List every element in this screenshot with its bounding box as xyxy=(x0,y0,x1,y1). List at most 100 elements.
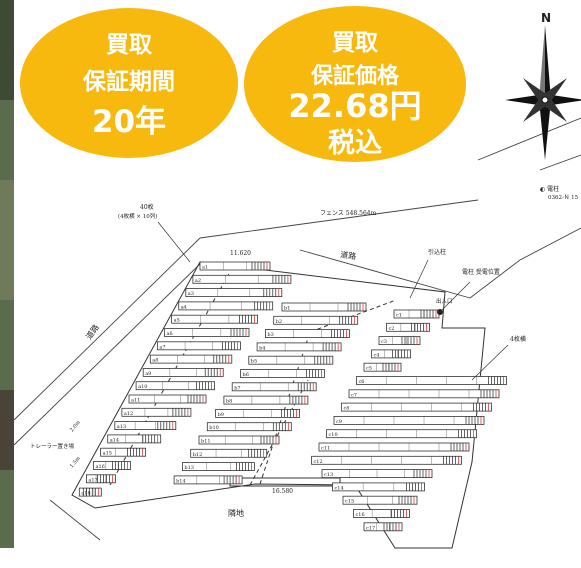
panel-row-label: a14 xyxy=(110,437,119,443)
panel-row-b3: b3 xyxy=(264,329,350,338)
badge2-line1: 買取 xyxy=(332,30,378,56)
panel-row-b12: b12 xyxy=(190,448,268,458)
panel-row-c14: c14 xyxy=(332,482,425,491)
panel-row-label: a11 xyxy=(131,398,140,404)
badge2-line2: 保証価格 xyxy=(310,64,399,89)
entrance-label: 出入口 xyxy=(436,297,453,305)
panel-row-label: c6 xyxy=(359,379,365,385)
trailer-area-label: トレーラー置き場 xyxy=(30,442,75,450)
panel-row-c2: c2 xyxy=(386,322,430,332)
panel-row-label: b6 xyxy=(243,372,249,378)
panel-row-b14: b14 xyxy=(173,475,243,484)
panel-row-label: c10 xyxy=(329,432,338,438)
road-label-top: 道路 xyxy=(340,249,357,261)
panel-row-c1: c1 xyxy=(393,309,440,319)
panel-row-label: c13 xyxy=(324,472,333,478)
panel-row-c10: c10 xyxy=(326,429,477,438)
panel-row-label: c3 xyxy=(381,339,387,345)
panel-row-label: a15 xyxy=(103,451,112,457)
panel-row-b2: b2 xyxy=(273,315,359,325)
panel-row-a6: a6 xyxy=(164,328,250,337)
panel-row-label: a5 xyxy=(174,318,180,324)
fence-label: フェンス 548.564m xyxy=(320,210,377,217)
panel-row-label: a8 xyxy=(152,358,158,364)
road-label-left: 道路 xyxy=(83,322,100,341)
panel-row-b5: b5 xyxy=(248,355,334,365)
panel-row-b1: b1 xyxy=(281,302,367,312)
receiving-point-label: 電柱 受電位置 xyxy=(462,268,500,276)
panel-row-a2: a2 xyxy=(192,274,292,284)
panel-row-label: b2 xyxy=(276,319,282,325)
panel-row-label: b10 xyxy=(209,425,219,431)
panel-row-c15: c15 xyxy=(342,495,418,505)
panel-row-label: a2 xyxy=(195,278,201,284)
panel-row-c12: c12 xyxy=(311,455,462,465)
panel-row-label: a3 xyxy=(188,291,194,297)
panel-row-label: a1 xyxy=(202,265,208,271)
panel-row-a7: a7 xyxy=(156,341,241,350)
panel-row-label: b7 xyxy=(234,385,240,391)
panel-group-label: 40枚 xyxy=(140,203,154,211)
panel-row-c17: c17 xyxy=(363,522,403,531)
badge1-line3: 20年 xyxy=(91,104,167,140)
badge2-line4: 税込 xyxy=(328,128,382,159)
panel-row-label: b9 xyxy=(218,412,224,418)
pole-leader-line xyxy=(439,281,471,313)
panel-row-c4: c4 xyxy=(371,349,411,358)
panel-row-label: a6 xyxy=(167,331,173,337)
panel-row-b9: b9 xyxy=(215,408,301,418)
guarantee-period-badge: 買取 保証期間 20年 xyxy=(20,8,238,158)
dimension-top: 11.620 xyxy=(230,250,251,257)
roads xyxy=(13,117,581,541)
panel-row-label: b5 xyxy=(251,359,257,365)
panel-row-label: a12 xyxy=(124,411,133,417)
background-photo-strip xyxy=(0,0,14,548)
panel-row-a16: a16 xyxy=(93,461,131,470)
panel-row-b13: b13 xyxy=(181,462,255,471)
panel-row-label: a16 xyxy=(96,464,105,470)
panel-row-c6: c6 xyxy=(356,376,507,385)
panel-row-a18: a18 xyxy=(78,487,102,497)
panel-row-b6: b6 xyxy=(240,369,325,378)
lead-in-pole-label: 引込柱 xyxy=(428,248,446,256)
panel-row-c5: c5 xyxy=(363,362,402,372)
panel-row-a9: a9 xyxy=(142,367,224,377)
panel-row-b4: b4 xyxy=(256,342,342,351)
panel-row-label: a18 xyxy=(81,491,90,497)
panel-row-label: b13 xyxy=(184,465,194,471)
lead-in-leader-line xyxy=(409,259,429,299)
panel-row-b7: b7 xyxy=(231,382,317,391)
panel-row-label: b1 xyxy=(284,306,290,312)
panel-row-label: c7 xyxy=(351,392,357,398)
guarantee-price-badge: 買取 保証価格 22.68円 税込 xyxy=(244,6,466,162)
badge1-line1: 買取 xyxy=(106,32,152,58)
four-wide-leader-line xyxy=(471,344,509,381)
panel-row-label: a7 xyxy=(159,344,165,350)
group-leader-line xyxy=(157,221,191,263)
panel-row-label: a4 xyxy=(181,304,187,310)
dimension-bottom: 16.580 xyxy=(272,488,293,495)
panel-row-c3: c3 xyxy=(378,336,421,345)
panel-row-label: b3 xyxy=(267,332,273,338)
panel-row-label: b8 xyxy=(226,399,232,405)
panel-row-label: c2 xyxy=(389,326,395,332)
compass-rose: N xyxy=(505,11,581,160)
badge1-line2: 保証期間 xyxy=(83,69,175,95)
four-wide-label: 4枚横 xyxy=(510,335,526,343)
panel-row-label: c11 xyxy=(321,446,330,452)
panel-row-b10: b10 xyxy=(206,422,292,431)
panel-row-a10: a10 xyxy=(135,381,216,390)
panel-row-c9: c9 xyxy=(333,415,485,425)
panel-row-label: a10 xyxy=(138,384,147,390)
panel-row-label: c17 xyxy=(366,525,375,531)
panel-row-label: b12 xyxy=(193,452,203,458)
panel-row-a14: a14 xyxy=(107,434,162,443)
panel-row-label: c14 xyxy=(335,485,344,491)
panel-row-a15: a15 xyxy=(100,447,146,457)
compass-north-label: N xyxy=(541,11,551,25)
panel-row-c13: c13 xyxy=(321,469,433,478)
panel-row-a1: a1 xyxy=(199,261,271,271)
panel-row-label: a13 xyxy=(117,424,126,430)
panel-row-label: a17 xyxy=(88,477,97,483)
